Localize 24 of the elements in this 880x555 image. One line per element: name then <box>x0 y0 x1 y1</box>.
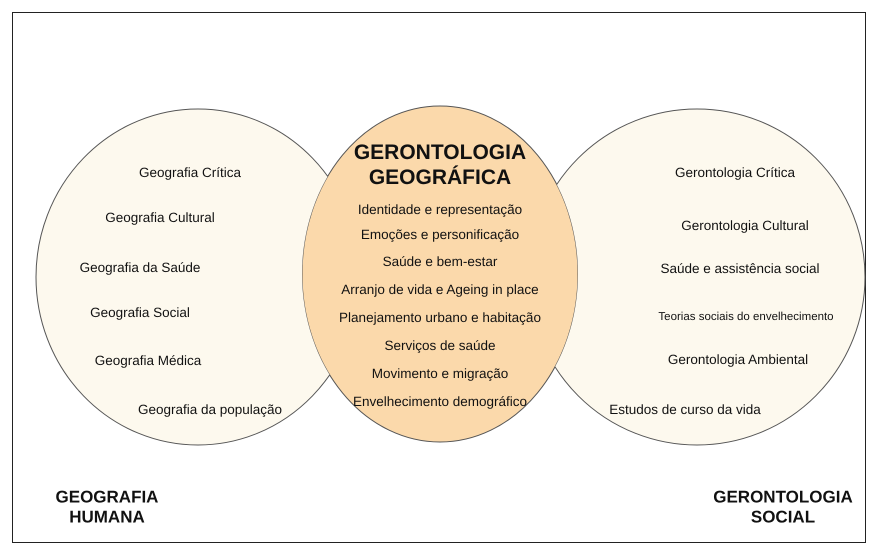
topic-label: Identidade e representação <box>358 202 522 218</box>
topic-label: Serviços de saúde <box>384 338 496 354</box>
topic-label: Estudos de curso da vida <box>609 402 761 418</box>
topic-label: Geografia Crítica <box>138 164 242 182</box>
topic-label: Gerontologia Crítica <box>674 164 796 182</box>
circle-heading: GERONTOLOGIA SOCIAL <box>712 488 854 528</box>
topic-label: Gerontologia Cultural <box>681 218 809 234</box>
circle-heading: GERONTOLOGIA GEOGRÁFICA <box>352 140 528 190</box>
topic-label: Geografia da Saúde <box>80 260 200 276</box>
topic-label: Saúde e assistência social <box>660 260 820 278</box>
topic-label: Movimento e migração <box>372 366 508 382</box>
circle-heading: GEOGRAFIA HUMANA <box>54 488 160 528</box>
topic-label: Geografia Cultural <box>105 210 215 226</box>
topic-label: Teorias sociais do envelhecimento <box>658 311 834 325</box>
topic-label: Envelhecimento demográfico <box>352 394 528 410</box>
venn-circle <box>300 104 580 444</box>
topic-label: Gerontologia Ambiental <box>668 352 808 368</box>
topic-label: Geografia da população <box>138 402 282 418</box>
topic-label: Arranjo de vida e Ageing in place <box>341 282 539 298</box>
topic-label: Emoções e personificação <box>360 226 520 244</box>
topic-label: Geografia Social <box>90 304 190 322</box>
topic-label: Geografia Médica <box>94 352 202 370</box>
topic-label: Planejamento urbano e habitação <box>339 310 541 326</box>
topic-label: Saúde e bem-estar <box>382 254 498 270</box>
